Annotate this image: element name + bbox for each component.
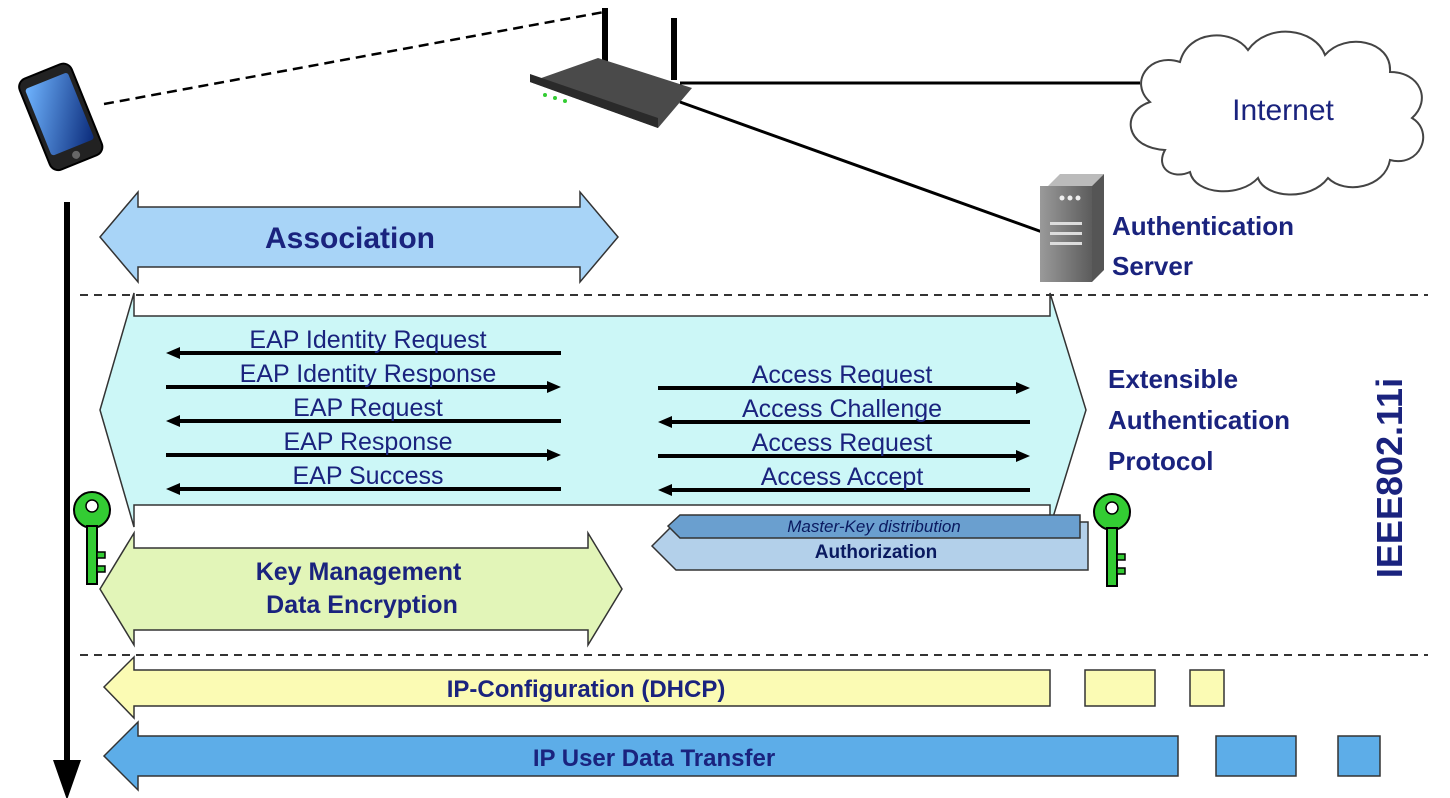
- ip-config-label: IP-Configuration (DHCP): [447, 676, 726, 703]
- radius-arrow-head: [658, 416, 672, 428]
- eap-message-label: EAP Identity Request: [249, 326, 486, 354]
- eap-arrow-head: [547, 449, 561, 461]
- ap-server-line: [679, 100, 1046, 235]
- ip-transfer-block: IP User Data Transfer: [102, 720, 1381, 792]
- eap-message-label: EAP Identity Response: [240, 360, 497, 388]
- key-management-label: Key Management Data Encryption: [256, 558, 469, 619]
- ip-config-block: IP-Configuration (DHCP): [102, 655, 1225, 720]
- eap-arrow-head: [547, 381, 561, 393]
- standard-label: IEEE802.11i: [1369, 378, 1410, 578]
- ip-transfer-label: IP User Data Transfer: [533, 745, 775, 772]
- radius-arrow-head: [658, 484, 672, 496]
- phone-icon: [18, 62, 104, 172]
- eap-message-label: EAP Response: [283, 428, 452, 456]
- wireless-link-line: [103, 10, 605, 106]
- timeline-arrow: [53, 202, 81, 798]
- authorization-label: Authorization: [815, 542, 937, 563]
- eap-arrow-head: [166, 347, 180, 359]
- master-key-label: Master-Key distribution: [787, 517, 961, 536]
- ip-transfer-segment: [1337, 735, 1381, 777]
- association-label: Association: [265, 222, 435, 255]
- internet-cloud-icon: Internet: [1129, 30, 1425, 196]
- radius-message-label: Access Accept: [761, 463, 924, 491]
- ip-transfer-segment: [1215, 735, 1297, 777]
- key-icon-left: [73, 491, 111, 585]
- key-icon-right: [1093, 493, 1131, 587]
- master-key-arrow: [666, 514, 1081, 539]
- radius-message-label: Access Request: [752, 361, 933, 389]
- server-label: Authentication Server: [1112, 211, 1301, 281]
- ip-config-arrow: [102, 655, 1051, 720]
- eap-message-label: EAP Request: [293, 394, 443, 422]
- eap-message-label: EAP Success: [292, 462, 443, 490]
- key-management-arrow: [99, 530, 623, 648]
- internet-label: Internet: [1232, 94, 1334, 127]
- radius-message-label: Access Request: [752, 429, 933, 457]
- association-arrow: [99, 189, 619, 285]
- association-block: Association: [99, 189, 619, 285]
- radius-message-label: Access Challenge: [742, 395, 942, 423]
- ip-config-segment: [1189, 669, 1225, 707]
- ip-transfer-arrow: [102, 720, 1179, 792]
- eap-arrow-head: [166, 483, 180, 495]
- key-management-block: Key Management Data Encryption: [99, 530, 623, 648]
- radius-arrow-head: [1016, 382, 1030, 394]
- ip-config-segment: [1084, 669, 1156, 707]
- authentication-server-icon: [1040, 174, 1104, 282]
- eap-label: Extensible Authentication Protocol: [1108, 364, 1297, 476]
- access-point-icon: [530, 8, 692, 128]
- radius-arrow-head: [1016, 450, 1030, 462]
- eap-arrow-head: [166, 415, 180, 427]
